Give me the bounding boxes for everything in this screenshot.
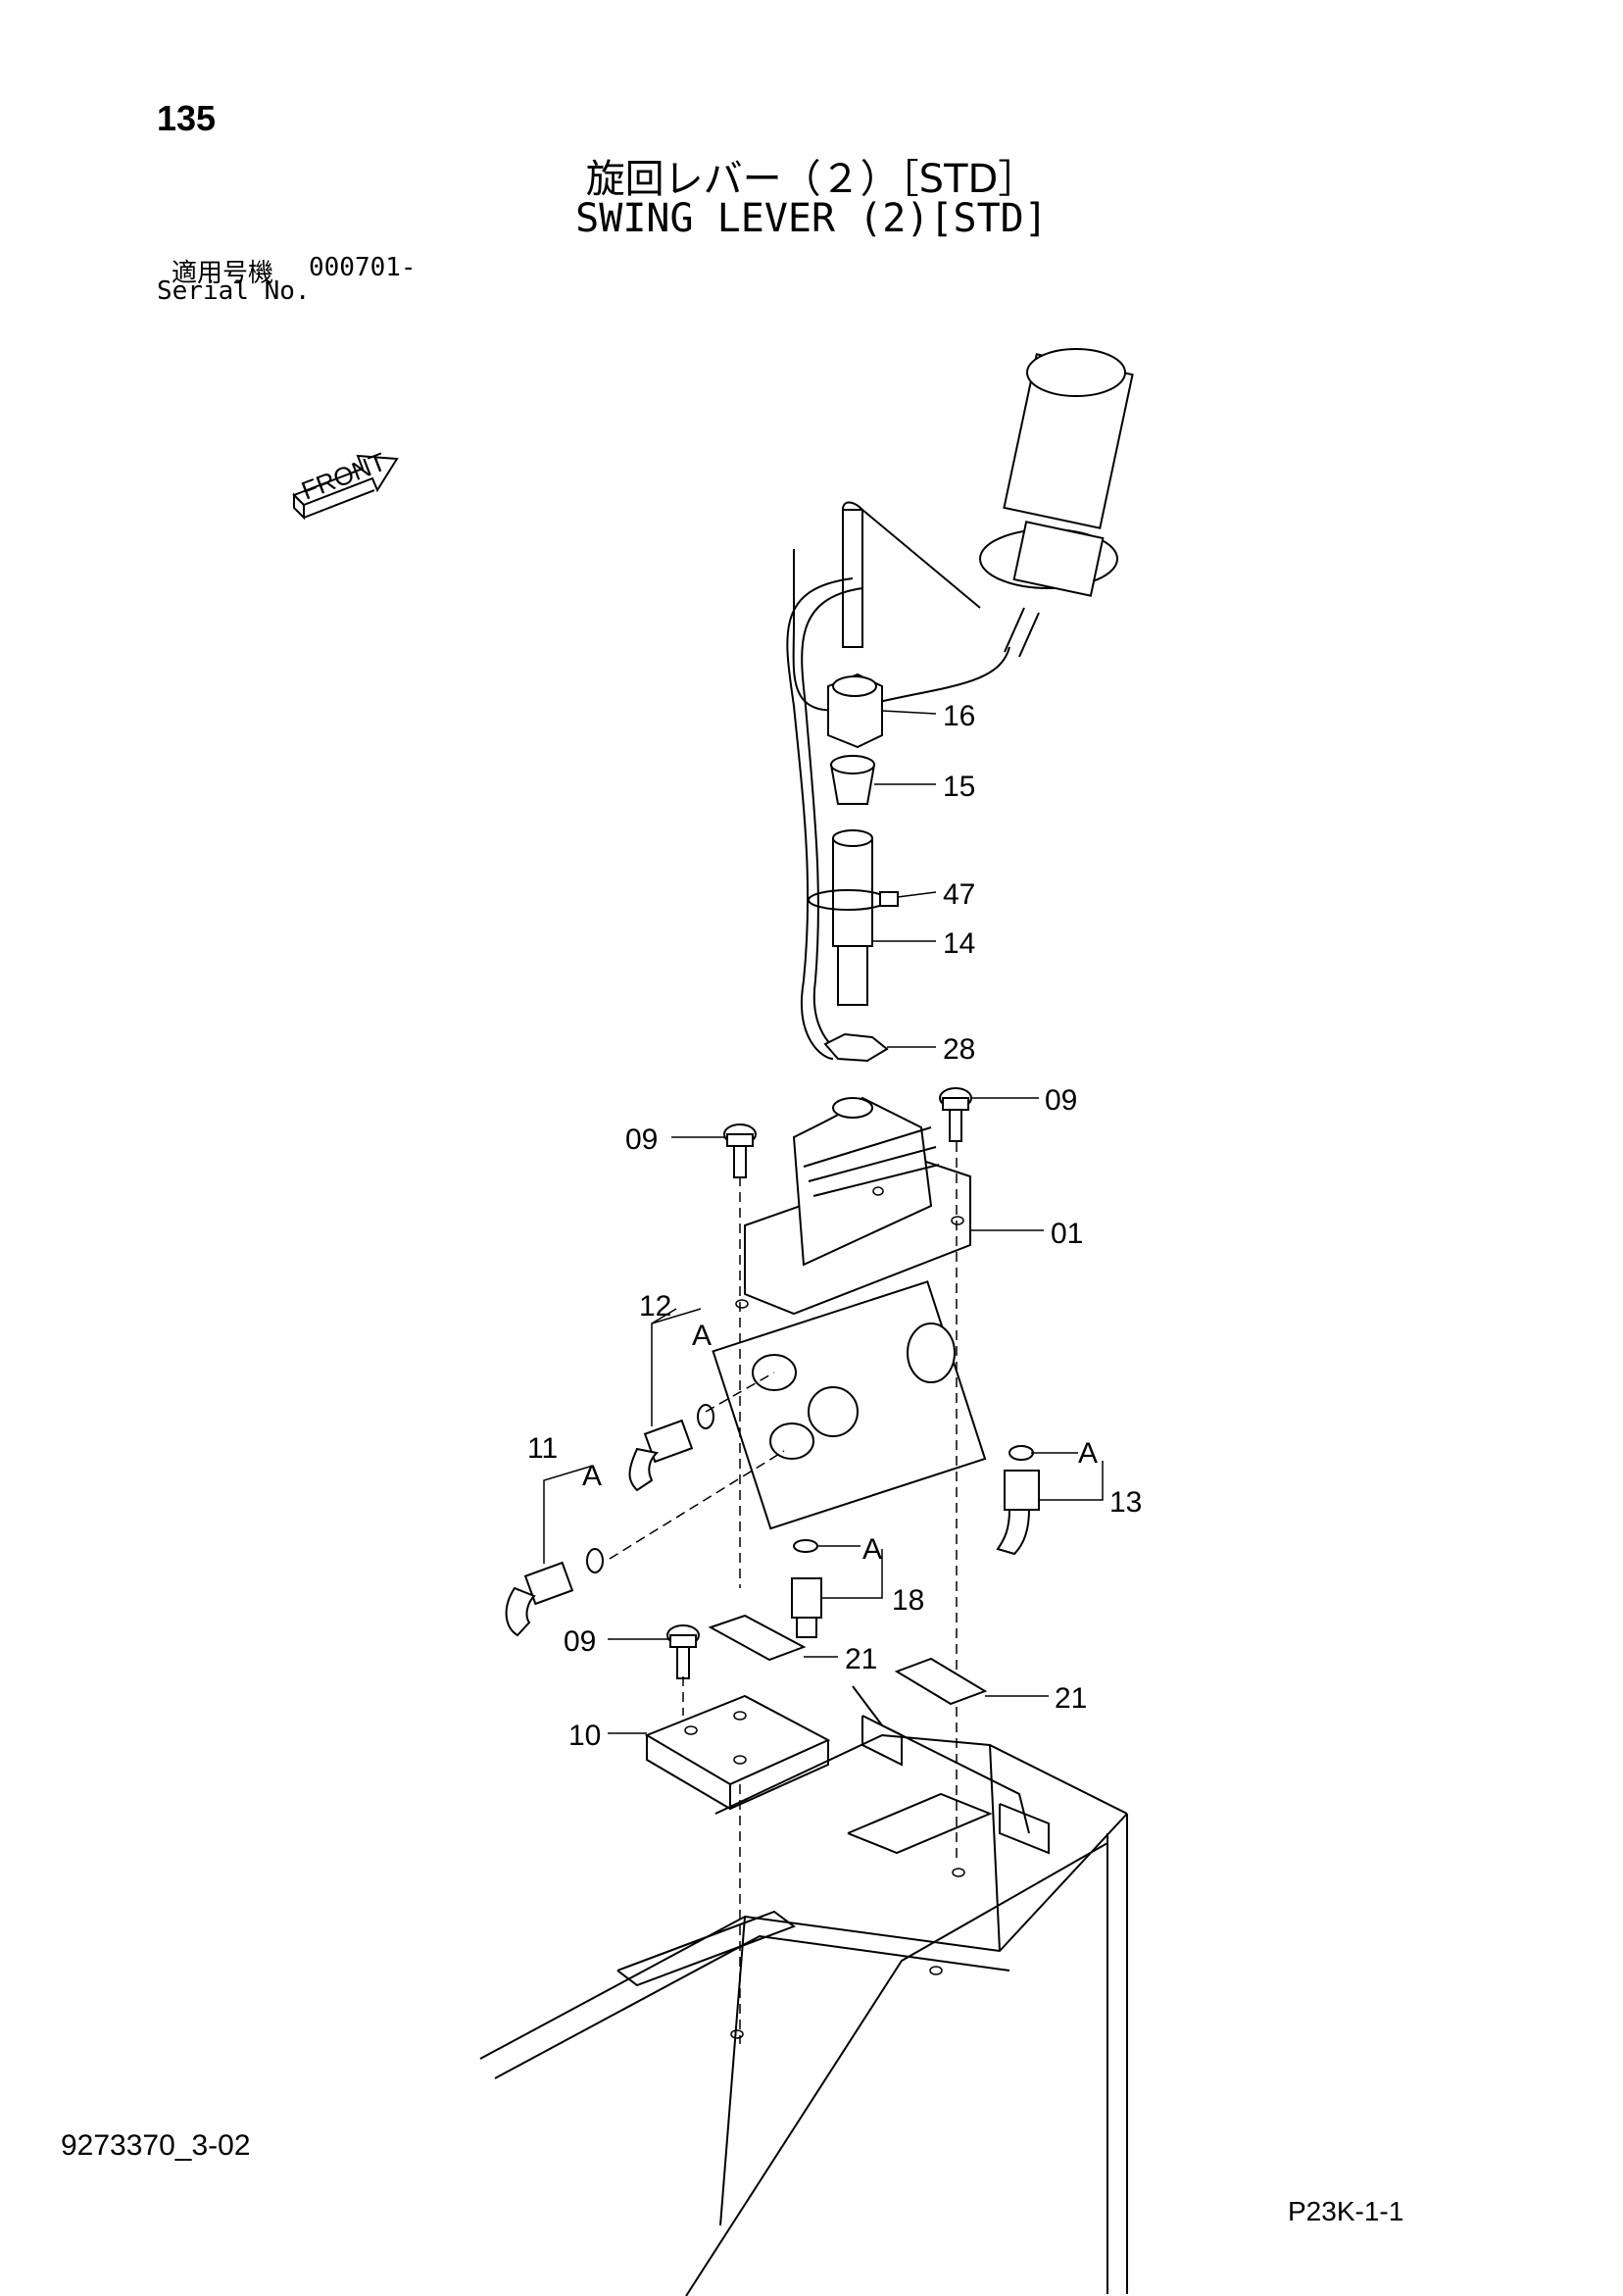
o-ring-label-a: A bbox=[692, 1320, 712, 1352]
callout-10: 10 bbox=[568, 1720, 601, 1752]
title-english: SWING LEVER (2)[STD] bbox=[575, 196, 1048, 241]
part-01-valve bbox=[712, 1096, 1044, 1530]
part-11-fitting bbox=[505, 1465, 604, 1637]
callout-14: 14 bbox=[943, 927, 975, 960]
o-ring-label-a: A bbox=[582, 1460, 602, 1492]
callout-18: 18 bbox=[892, 1584, 924, 1617]
drawing-number: 9273370_3-02 bbox=[61, 2129, 251, 2162]
part-09-bolt bbox=[671, 1123, 757, 1178]
o-ring-label-a: A bbox=[862, 1533, 882, 1566]
callout-21-right: 21 bbox=[1055, 1682, 1087, 1715]
frame-bracket bbox=[479, 1685, 1128, 2296]
serial-number-value: 000701- bbox=[309, 253, 417, 282]
serial-label-english: Serial No. bbox=[157, 276, 311, 306]
title-japanese: 旋回レバー（２）［STD］ bbox=[585, 157, 1038, 202]
callout-09-bottom: 09 bbox=[564, 1625, 596, 1658]
front-arrow-icon: FRONT bbox=[292, 446, 399, 521]
callout-09-right: 09 bbox=[1045, 1084, 1077, 1117]
lever-grip bbox=[786, 348, 1134, 1060]
part-14-fitting bbox=[832, 829, 936, 1006]
callout-15: 15 bbox=[943, 771, 975, 803]
part-21-shim bbox=[894, 1657, 1049, 1706]
part-28-nut bbox=[823, 1032, 936, 1063]
callout-01: 01 bbox=[1051, 1218, 1083, 1250]
page-code: P23K-1-1 bbox=[1288, 2196, 1404, 2226]
serial-label-japanese: 適用号機 bbox=[172, 259, 274, 288]
callout-47: 47 bbox=[943, 878, 975, 911]
part-12-fitting bbox=[628, 1308, 714, 1492]
callout-12: 12 bbox=[639, 1290, 671, 1323]
o-ring-label-a: A bbox=[1078, 1437, 1098, 1470]
part-09-bolt bbox=[608, 1624, 700, 1679]
callout-09-left: 09 bbox=[625, 1123, 658, 1156]
part-09-bolt bbox=[939, 1087, 1039, 1142]
callout-11: 11 bbox=[527, 1432, 558, 1465]
callout-13: 13 bbox=[1109, 1486, 1142, 1519]
part-47-clamp bbox=[808, 889, 937, 911]
part-15-sleeve bbox=[829, 755, 936, 805]
part-13-fitting bbox=[996, 1445, 1104, 1556]
part-21-shim bbox=[708, 1614, 838, 1662]
callout-16: 16 bbox=[943, 700, 975, 732]
callout-28: 28 bbox=[943, 1033, 975, 1066]
front-label: FRONT bbox=[297, 446, 389, 505]
page-number: 135 bbox=[157, 98, 217, 138]
callout-21-left: 21 bbox=[845, 1643, 877, 1675]
part-18-fitting bbox=[791, 1539, 883, 1638]
part-10-plate bbox=[608, 1694, 831, 1811]
part-16-nut bbox=[827, 673, 937, 749]
